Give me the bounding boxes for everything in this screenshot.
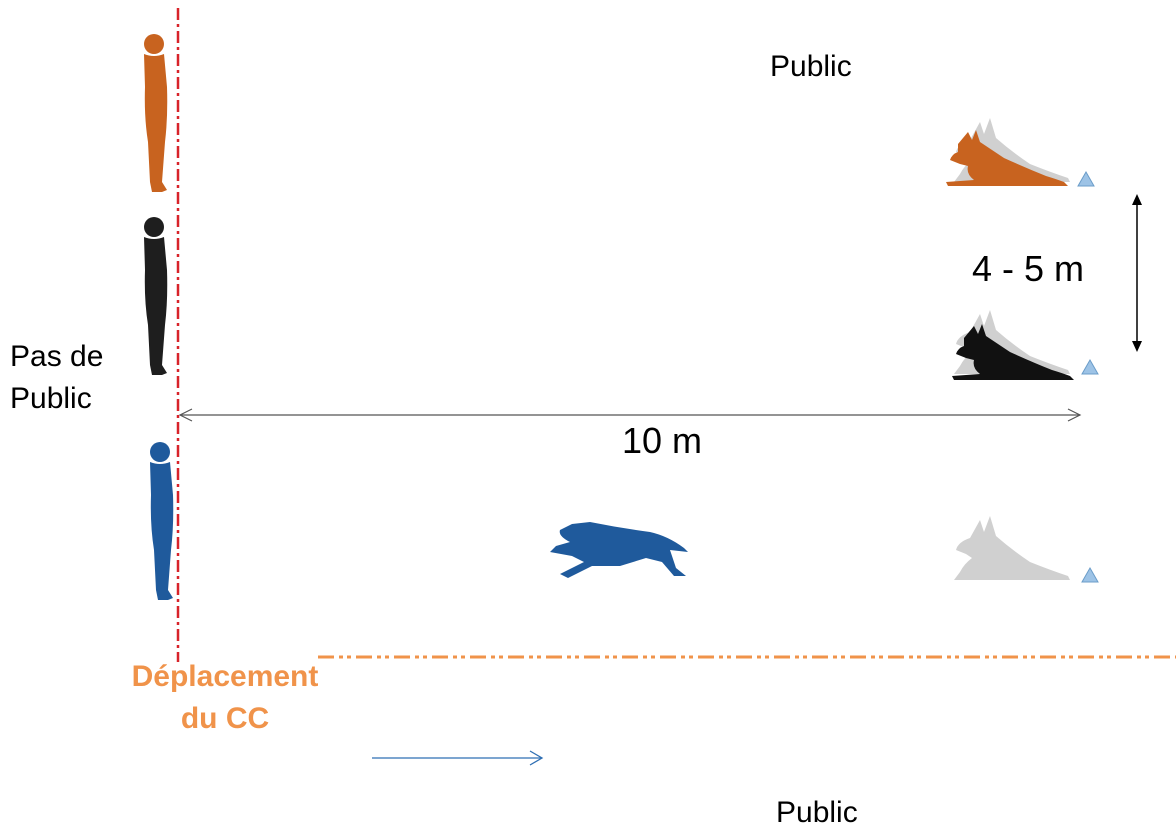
vertical-distance-arrow xyxy=(1132,194,1142,352)
distance-vertical-label: 4 - 5 m xyxy=(972,248,1085,289)
no-public-label-line1: Pas de xyxy=(10,340,104,373)
public-label-bottom: Public xyxy=(776,796,858,829)
ghost-dog-bottom-icon xyxy=(954,516,1070,580)
horizontal-distance-arrow xyxy=(178,408,1082,422)
movement-direction-arrow xyxy=(372,750,544,766)
marker-top-icon xyxy=(1077,170,1095,187)
no-public-label: Pas de Public xyxy=(10,336,103,420)
movement-label: Déplacement du CC xyxy=(110,656,340,740)
public-label-top: Public xyxy=(770,50,852,83)
movement-label-line1: Déplacement xyxy=(131,660,319,693)
handler-top-icon xyxy=(144,34,168,192)
handler-bottom-icon xyxy=(150,442,174,600)
distance-horizontal-label: 10 m xyxy=(622,420,703,461)
handler-middle-icon xyxy=(144,217,168,375)
marker-bottom-icon xyxy=(1081,566,1099,583)
running-dog-icon xyxy=(550,522,688,578)
movement-label-line2: du CC xyxy=(180,702,270,735)
no-public-label-line2: Public xyxy=(10,382,92,415)
marker-middle-icon xyxy=(1081,358,1099,375)
